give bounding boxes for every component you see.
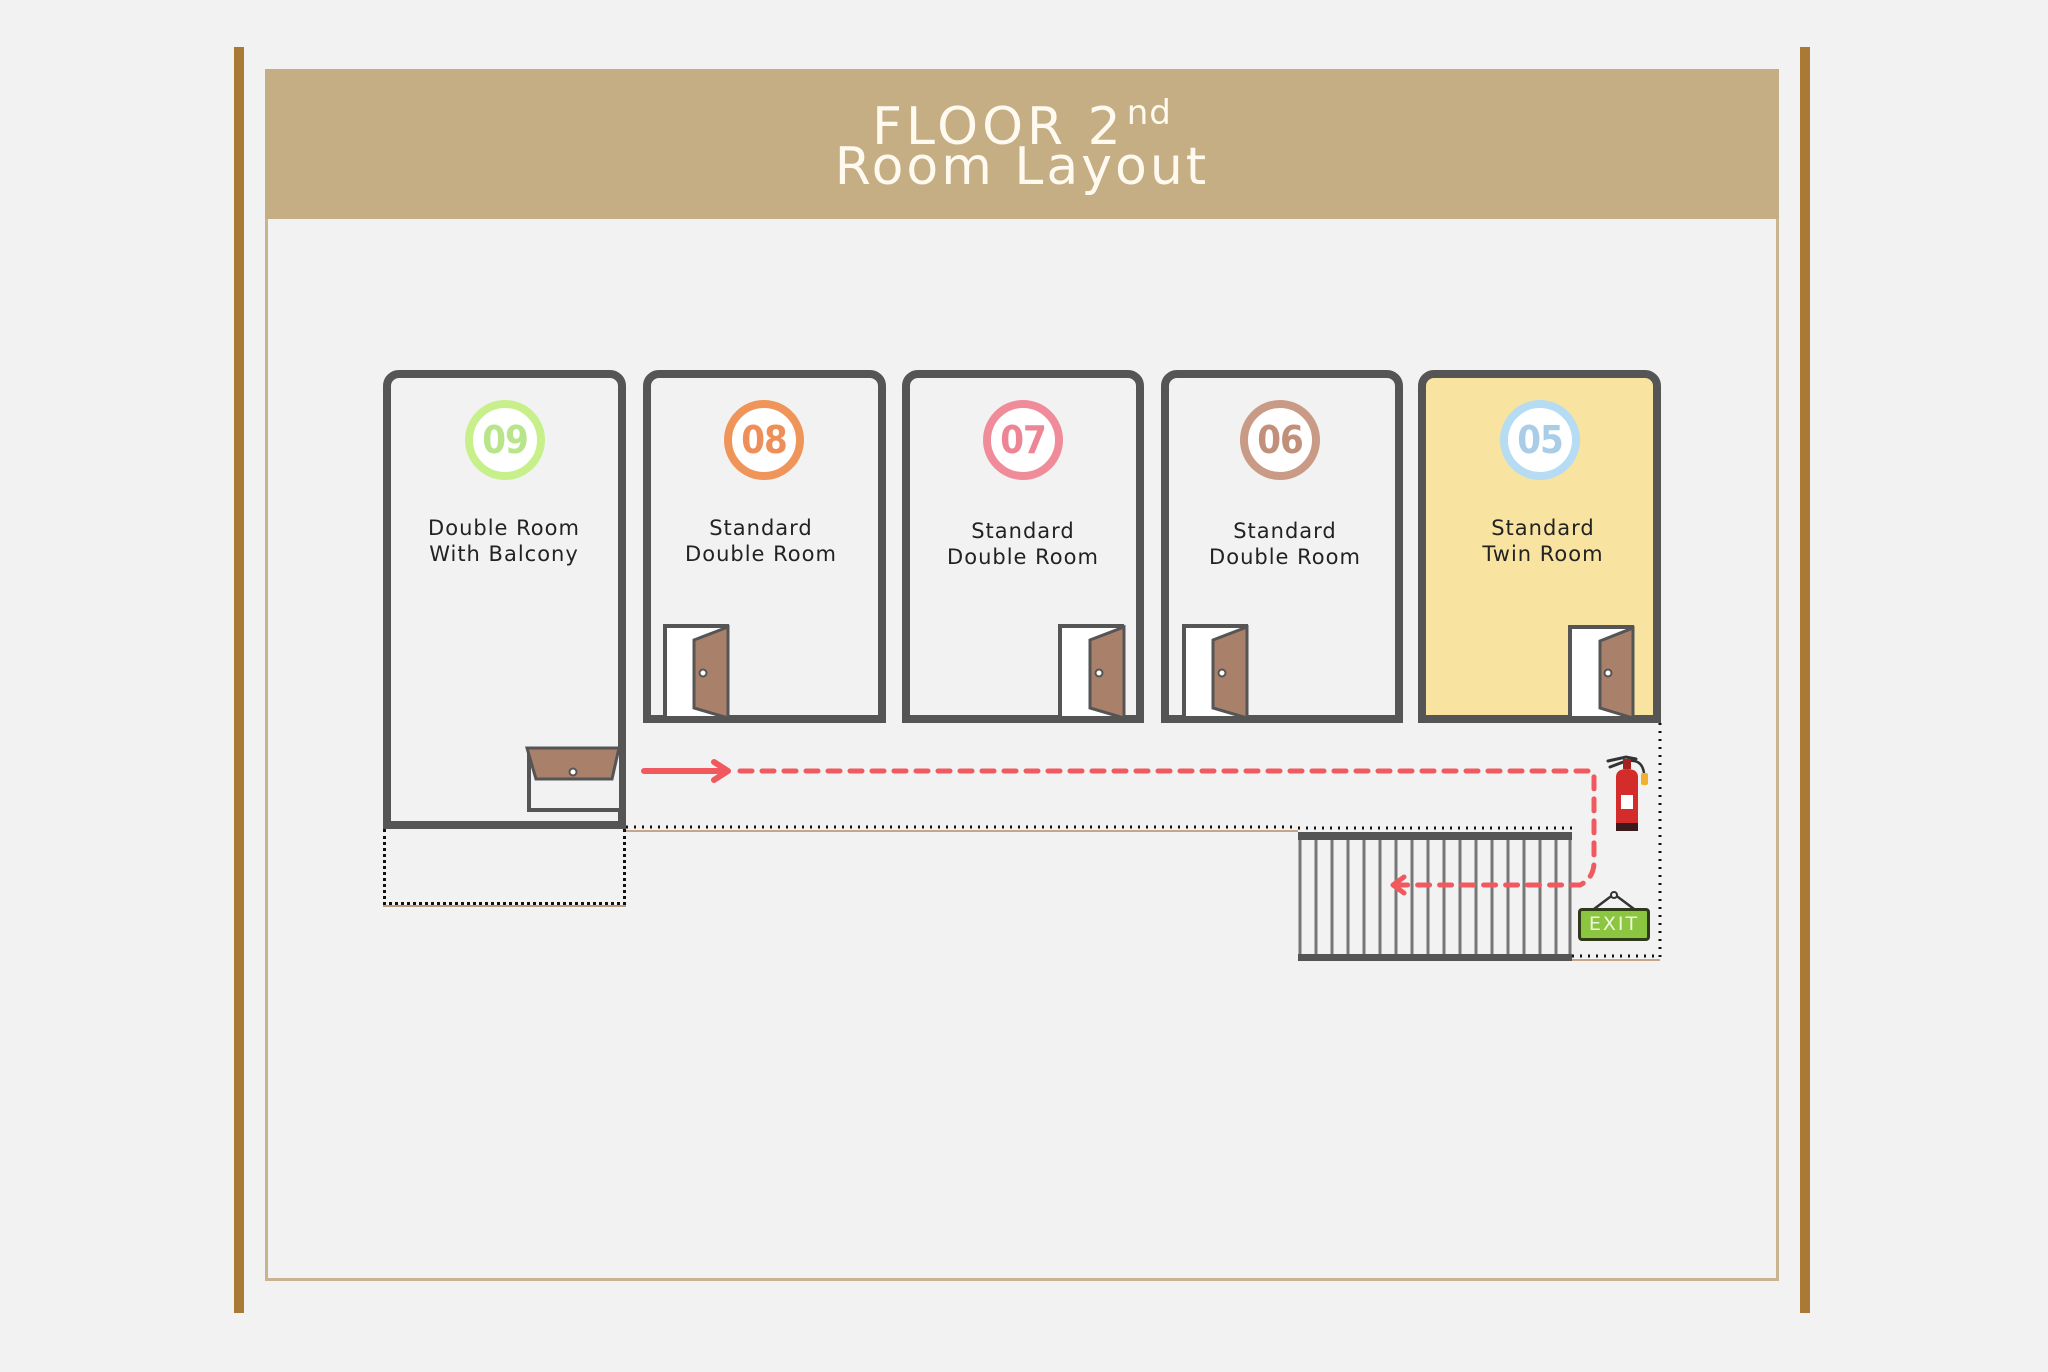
room-number-badge: 05	[1500, 400, 1580, 480]
header-banner: FLOOR 2nd Room Layout	[265, 69, 1779, 219]
exit-sign: EXIT	[1578, 908, 1650, 941]
right-pole	[1800, 47, 1810, 1313]
room-number-badge: 06	[1240, 400, 1320, 480]
floor-title: FLOOR 2nd	[872, 93, 1172, 157]
room-number-badge: 09	[465, 400, 545, 480]
page-title: Room Layout	[834, 137, 1210, 197]
room-number-badge: 07	[983, 400, 1063, 480]
left-pole	[234, 47, 244, 1313]
fire-extinguisher-icon	[1606, 755, 1648, 831]
staircase	[1298, 832, 1572, 961]
exit-sign-hanger	[1593, 891, 1635, 910]
balcony	[383, 829, 626, 905]
room-number-badge: 08	[724, 400, 804, 480]
